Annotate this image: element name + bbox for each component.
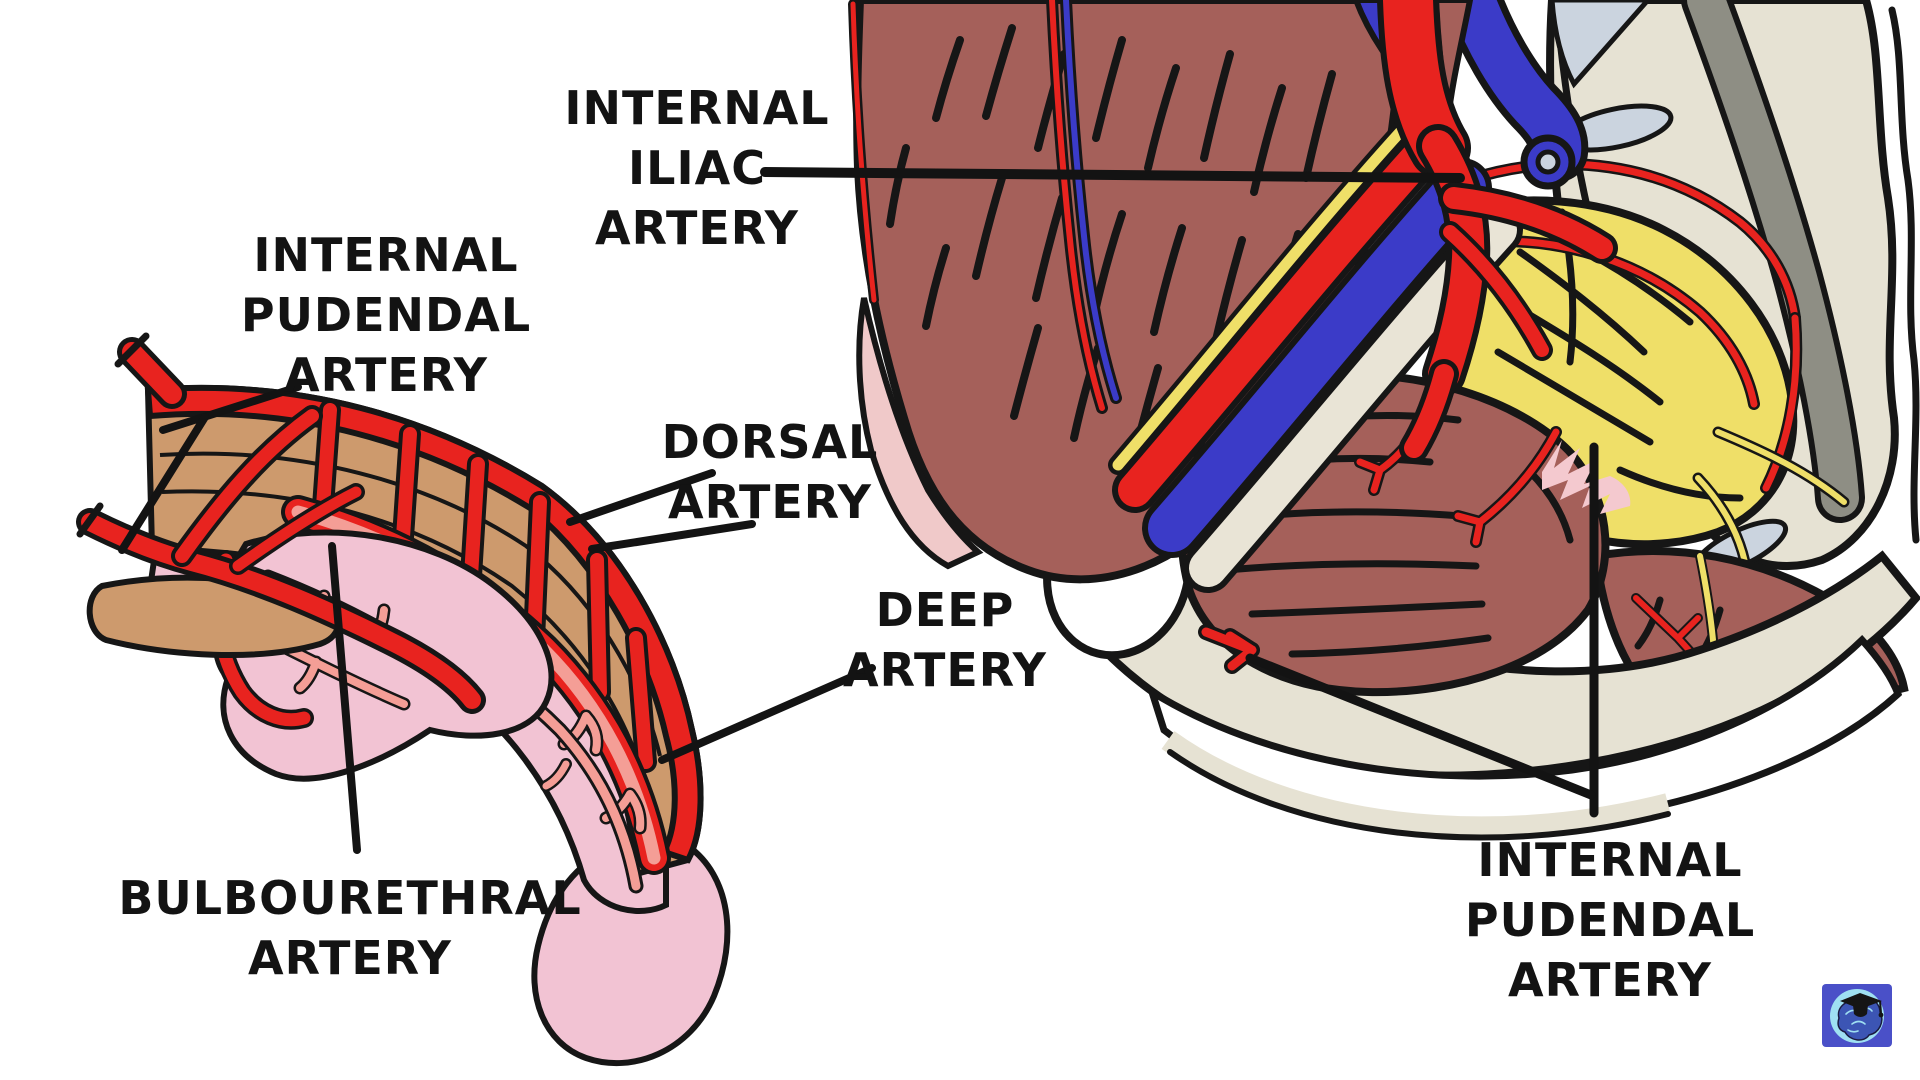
label-line: ARTERY	[843, 643, 1047, 697]
label-line: BULBOURETHRAL	[118, 871, 582, 925]
exiting-nerve-branches	[1692, 426, 1850, 586]
label-dorsal-artery: DORSAL ARTERY	[662, 412, 879, 532]
leader-internal-pudendal-right	[1245, 442, 1599, 818]
label-line: INTERNAL	[253, 228, 519, 282]
penis-illustration	[76, 332, 731, 1067]
label-line: ARTERY	[1508, 953, 1712, 1007]
pelvis-illustration	[848, 0, 1920, 841]
pudendal-canal-marker	[1542, 440, 1631, 514]
label-line: ARTERY	[284, 348, 488, 402]
label-internal-iliac-artery: INTERNAL ILIAC ARTERY	[564, 78, 829, 258]
label-bulbourethral-artery: BULBOURETHRAL ARTERY	[118, 868, 581, 988]
leader-internal-pudendal-left	[118, 383, 302, 554]
leader-deep-artery	[658, 664, 876, 764]
label-line: ARTERY	[248, 931, 452, 985]
brain-graduation-cap-logo	[1822, 984, 1892, 1047]
internal-pudendal-artery-stumps	[76, 332, 486, 714]
internal-pudendal-artery-exit	[1201, 627, 1257, 671]
label-line: DORSAL	[661, 415, 879, 469]
label-line: ARTERY	[595, 201, 799, 255]
label-line: ILIAC	[628, 141, 766, 195]
label-line: DEEP	[875, 583, 1015, 637]
label-internal-pudendal-artery-left: INTERNAL PUDENDAL ARTERY	[241, 225, 531, 405]
label-line: PUDENDAL	[1464, 893, 1756, 947]
leader-internal-iliac	[760, 167, 1465, 183]
label-line: ARTERY	[668, 475, 872, 529]
label-line: INTERNAL	[1477, 833, 1743, 887]
label-deep-artery: DEEP ARTERY	[843, 580, 1047, 700]
external-iliac-vessels	[1108, 120, 1523, 593]
label-internal-pudendal-artery-right: INTERNAL PUDENDAL ARTERY	[1465, 830, 1755, 1010]
label-line: PUDENDAL	[240, 288, 532, 342]
leader-bulbourethral	[328, 542, 361, 854]
glans	[531, 842, 731, 1067]
leader-dorsal-artery	[566, 469, 756, 553]
label-line: INTERNAL	[564, 81, 830, 135]
